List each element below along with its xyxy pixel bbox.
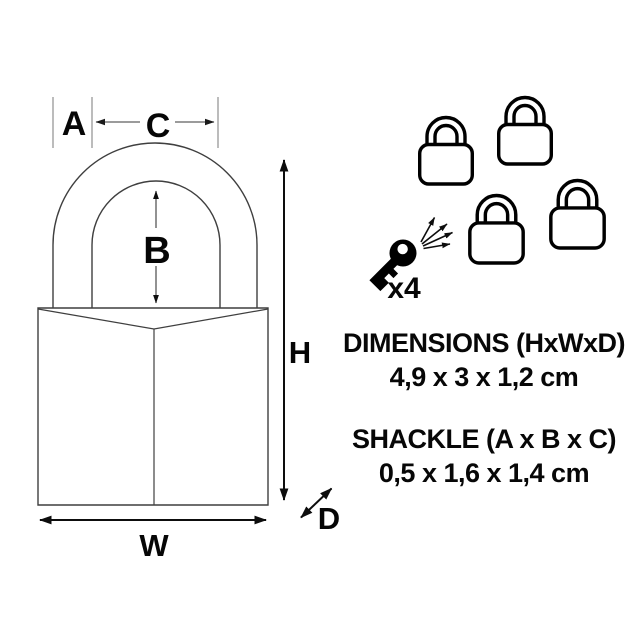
dim-label-w: W (139, 528, 169, 563)
pack-contents: x4 (369, 95, 606, 305)
dimension-annotations: A C B H W D (39, 97, 340, 563)
key-count-label: x4 (387, 272, 421, 305)
dim-label-c: C (146, 107, 171, 145)
dimensions-value: 4,9 x 3 x 1,2 cm (389, 362, 579, 392)
padlock-technical-drawing (37, 142, 269, 506)
key-fits-locks-arrows (420, 217, 453, 250)
shackle-title: SHACKLE (A x B x C) (351, 424, 617, 454)
dim-label-d: D (318, 501, 340, 536)
depth-arrow (300, 487, 333, 519)
shackle-outer-line (52, 142, 258, 310)
dim-label-b: B (143, 230, 170, 272)
shackle-value: 0,5 x 1,6 x 1,4 cm (378, 458, 590, 488)
dimensions-title: DIMENSIONS (HxWxD) (342, 328, 626, 358)
shackle-extent-ticks (52, 97, 219, 148)
shackle-inner-line (91, 180, 221, 309)
lock-body-outline (37, 307, 269, 506)
dim-label-a: A (62, 105, 87, 143)
dim-label-h: H (289, 335, 311, 370)
key-icon (369, 239, 417, 292)
specs-panel: DIMENSIONS (HxWxD) 4,9 x 3 x 1,2 cm SHAC… (328, 0, 640, 640)
